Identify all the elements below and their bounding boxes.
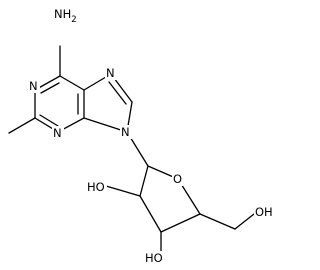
hydroxyl-2-label: HO [87,180,105,194]
bond-c5p-oh [234,213,255,230]
ring-oxygen-label: O [173,172,182,186]
n9-label: N [121,125,130,139]
bond-n7-c8-inner [108,81,127,105]
bond-layer [8,45,255,254]
bond-c2p-oh [105,185,141,197]
bond-c2p-c1p [139,165,149,197]
n1-label: N [29,79,38,93]
bond-c3p-c2p [139,195,162,233]
bond-c6-c5 [59,75,85,91]
bond-c4p-c3p [160,213,201,233]
bond-c4p-c5p [199,213,236,230]
bond-methyl-c2 [8,117,36,134]
amino-group-label: NH2 [54,7,77,25]
n7-label: N [106,66,115,80]
bond-n1-c6-inner [40,82,60,94]
bond-n9-c4 [83,117,128,133]
hydroxyl-3-label: HO [145,251,163,265]
hydroxyl-5-label: OH [255,205,273,219]
n3-label: N [53,126,62,140]
structure-diagram: NH2 N N N N O HO HO OH [8,6,275,265]
atom-label-layer: NH2 N N N N O HO HO OH [28,6,275,265]
bond-c2-n3-inner [39,114,59,127]
molecule-svg: NH2 N N N N O HO HO OH [8,6,275,265]
